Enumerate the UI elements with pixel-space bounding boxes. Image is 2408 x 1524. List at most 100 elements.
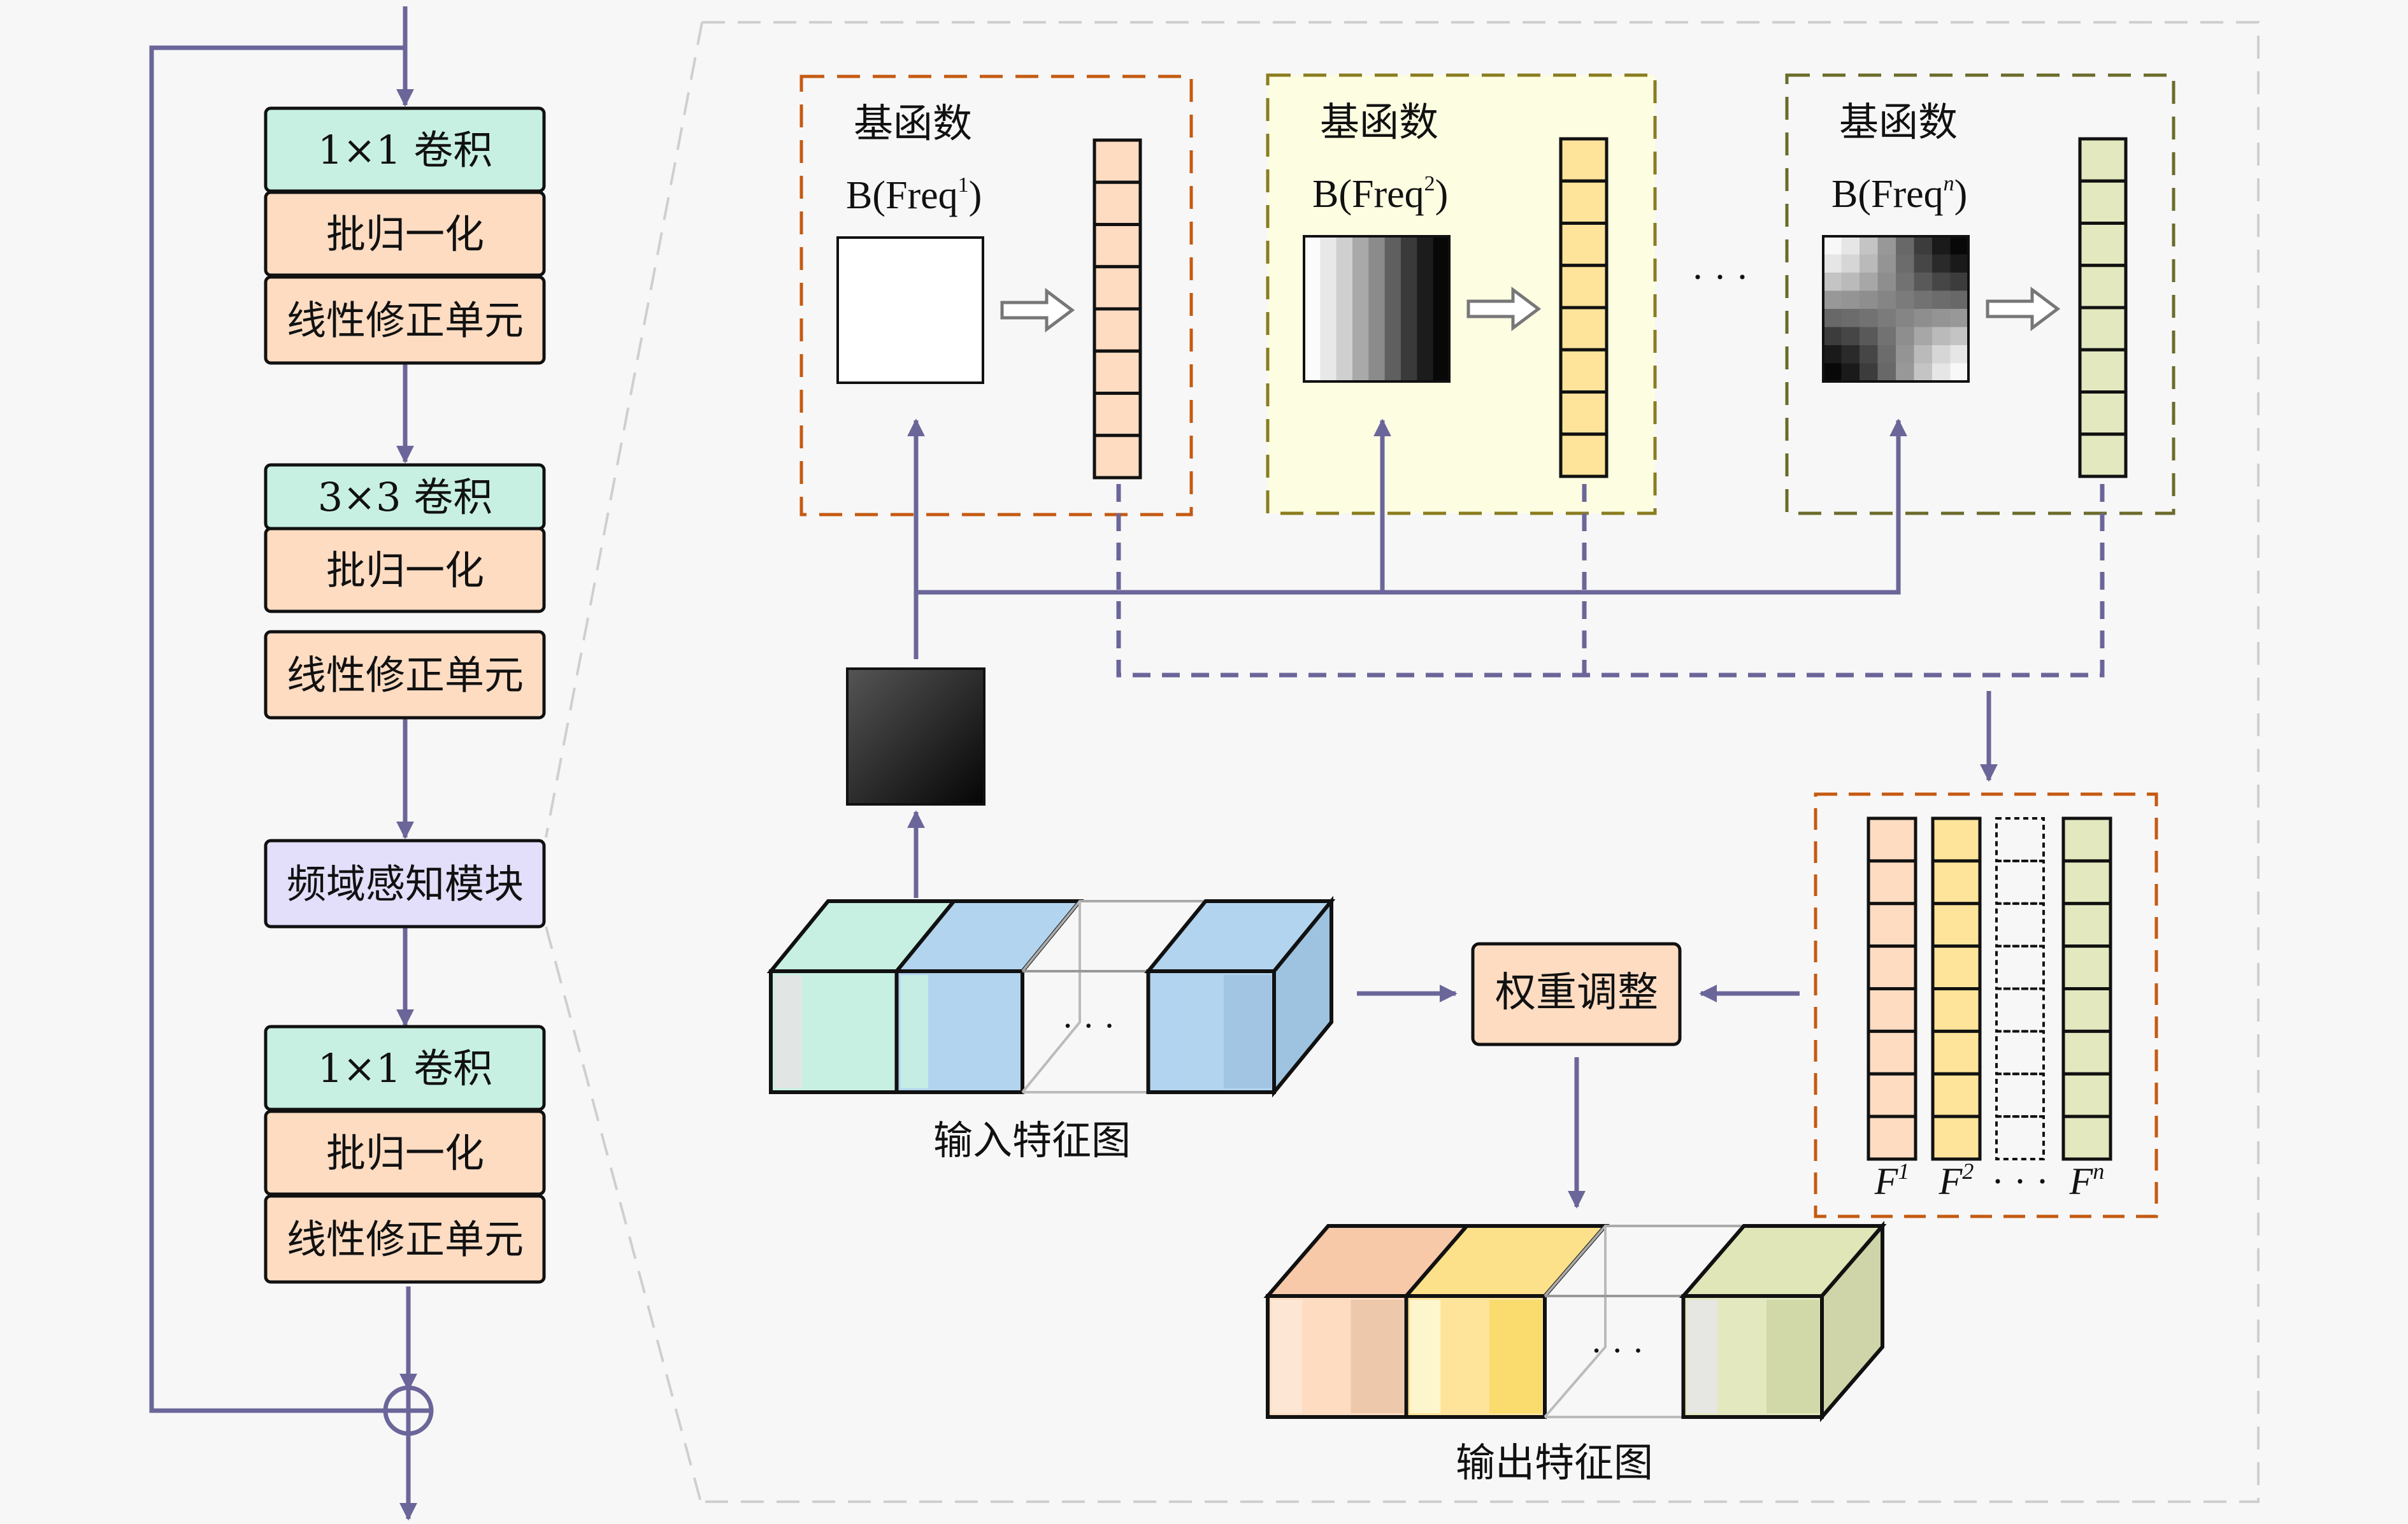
reweight-block: 权重调整 (1471, 942, 1682, 1046)
vector-cell (2061, 902, 2112, 948)
vector-cell (1867, 1115, 1917, 1161)
vector-cell (1995, 902, 2045, 948)
vector-cell (2061, 1115, 2112, 1161)
block-fam: 频域感知模块 (264, 839, 546, 929)
channel-slab (1401, 1224, 1610, 1419)
vector-cell (2061, 859, 2112, 906)
output-feature-map-label: 输出特征图 (1456, 1439, 1653, 1486)
vector-cell (2078, 264, 2128, 310)
ellipsis: · · · (1591, 1332, 1644, 1371)
vector-cell (1093, 265, 1142, 311)
vector-cell (2078, 348, 2128, 394)
basis-title: 基函数 (1839, 99, 1958, 145)
vector-cell (1867, 859, 1917, 906)
freq-vector-label: · · · (1991, 1160, 2049, 1202)
hollow-arrow-icon (1000, 288, 1075, 332)
vector-cell (1093, 392, 1142, 438)
freq-vector-1 (1867, 816, 1917, 1161)
block-relu-b: 线性修正单元 (264, 630, 546, 720)
basis-panel-3: 基函数 B(Freqn) (1785, 73, 2175, 515)
vector-cell (1931, 1029, 1982, 1076)
block-label: 线性修正单元 (287, 297, 524, 344)
channel-slab (1679, 1220, 1887, 1423)
reweight-label: 权重调整 (1495, 969, 1658, 1016)
channel-slab: · · · (1544, 1225, 1744, 1418)
vector-cell (2061, 1072, 2112, 1118)
vector-cell (1559, 222, 1609, 267)
basis-formula: B(Freqn) (1831, 172, 1967, 216)
output-feature-map: · · · (1263, 1220, 1887, 1423)
vector-cell (1093, 434, 1142, 480)
basis-ellipsis: · · · (1691, 256, 1749, 298)
basis-pattern-horizontal-gradient (1303, 235, 1451, 383)
vector-cell (1559, 390, 1609, 436)
vector-cell (1093, 223, 1142, 269)
basis-title: 基函数 (854, 100, 972, 146)
vector-cell (1995, 1072, 2045, 1118)
vector-cell (1867, 1029, 1917, 1076)
vector-cell (1995, 859, 2045, 905)
vector-cell (2078, 306, 2128, 352)
block-conv3x3: 3×3 卷积 (264, 463, 546, 531)
vector-cell (1867, 902, 1917, 948)
vector-cell (1867, 816, 1917, 863)
channel-slab: · · · (1021, 900, 1206, 1093)
channel-slab (766, 899, 958, 1094)
vector-cell (1867, 1072, 1917, 1118)
block-label: 1×1 卷积 (318, 127, 493, 173)
block-relu-a: 线性修正单元 (264, 275, 546, 365)
vector-connectors (1116, 484, 2105, 678)
basis-vector (1093, 138, 1142, 480)
skip-connection (149, 6, 408, 1413)
vector-cell (1995, 987, 2045, 1033)
vector-cell (1867, 987, 1917, 1033)
block-label: 线性修正单元 (287, 1216, 524, 1263)
freq-vector-4 (2061, 816, 2112, 1161)
channel-slab (1144, 895, 1336, 1098)
basis-pattern-checker (1822, 235, 1970, 383)
vector-cell (1559, 432, 1609, 478)
block-label: 1×1 卷积 (318, 1045, 493, 1092)
ellipsis: · · · (1062, 1007, 1115, 1046)
vector-cell (1931, 987, 1982, 1033)
vector-cell (1559, 137, 1609, 183)
freq-vector-label: F1 (1874, 1158, 1910, 1202)
zoom-frame (545, 21, 2260, 1503)
basis-vector (1559, 137, 1609, 478)
block-conv1x1-b: 1×1 卷积 (264, 1025, 546, 1111)
basis-formula: B(Freq2) (1312, 172, 1448, 216)
block-label: 批归一化 (326, 1130, 484, 1176)
vector-cell (2078, 137, 2128, 183)
vector-cell (1995, 817, 2045, 862)
pooled-feature-thumbnail (846, 667, 985, 806)
vector-cell (1995, 944, 2045, 990)
vector-cell (2078, 390, 2128, 436)
basis-function-panels: 基函数 B(Freq1) 基函数 B(Freq2) 基函数 B(Freqn) (799, 73, 2175, 516)
vector-cell (2078, 179, 2128, 225)
hollow-arrow-icon (1466, 287, 1542, 331)
vector-cell (1931, 902, 1982, 948)
vector-cell (1931, 859, 1982, 906)
vector-cell (2061, 987, 2112, 1033)
block-label: 频域感知模块 (287, 861, 524, 908)
block-bn-a: 批归一化 (264, 190, 546, 277)
input-feature-map: · · · (766, 895, 1336, 1098)
vector-cell (1867, 944, 1917, 990)
block-relu-c: 线性修正单元 (264, 1194, 546, 1284)
vector-cell (1559, 306, 1609, 352)
freq-vector-label: F2 (1939, 1158, 1974, 1202)
basis-pattern-flat (836, 236, 984, 384)
vector-cell (1931, 1072, 1982, 1118)
freq-vector-3 (1995, 817, 2045, 1160)
vector-cell (1093, 180, 1142, 226)
hollow-arrow-icon (1986, 287, 2061, 331)
vector-cell (2078, 222, 2128, 267)
vector-cell (1931, 816, 1982, 863)
basis-formula: B(Freq1) (846, 173, 982, 217)
vector-cell (2061, 1029, 2112, 1076)
vector-cell (1093, 307, 1142, 353)
basis-vector (2078, 137, 2128, 478)
